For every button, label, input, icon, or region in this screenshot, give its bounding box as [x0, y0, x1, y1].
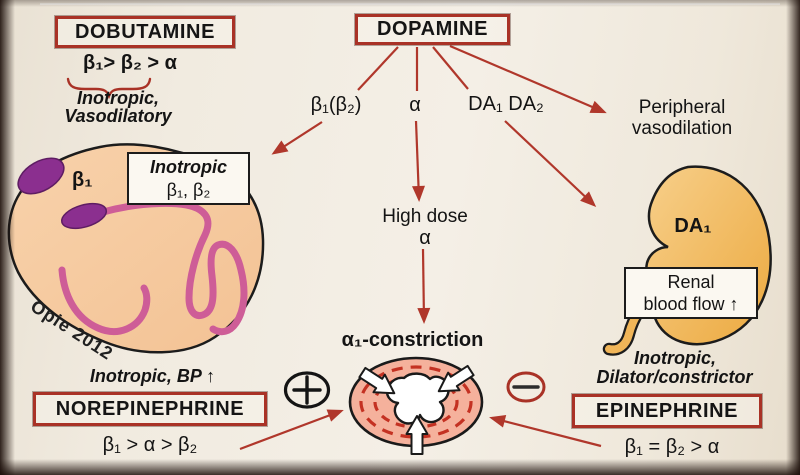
dobutamine-affinity: β₁> β₂ > α	[83, 52, 177, 74]
epinephrine-title: EPINEPHRINE	[595, 399, 739, 422]
dobutamine-title: DOBUTAMINE	[74, 20, 216, 43]
norepinephrine-affinity: β₁ > α > β₂	[102, 434, 198, 456]
arrow-da-to-kidney	[504, 120, 597, 208]
dopamine-title-box: DOPAMINE	[355, 14, 510, 45]
high-dose-label: High dose α	[370, 206, 480, 250]
dobutamine-effect-line2: Vasodilatory	[64, 106, 172, 126]
heart-inotropic-box: Inotropic β₁, β₂	[127, 152, 250, 205]
slide-edge-line	[40, 3, 780, 5]
dobutamine-title-box: DOBUTAMINE	[55, 16, 235, 48]
kidney-da1-receptor: DA₁	[674, 215, 712, 237]
renal-box-line2: blood flow ↑	[643, 294, 739, 314]
heart-box-line1: Inotropic	[150, 157, 227, 177]
dopamine-title: DOPAMINE	[376, 18, 489, 40]
norepinephrine-effect: Inotropic, BP ↑	[89, 366, 216, 386]
peripheral-line1: Peripheral	[638, 97, 726, 118]
high-dose-alpha: α	[419, 227, 431, 250]
alpha1-constriction-label: α₁-constriction	[341, 329, 484, 351]
fan-line-beta	[357, 46, 399, 91]
epinephrine-affinity: β₁ = β₂ > α	[624, 436, 720, 458]
epinephrine-title-box: EPINEPHRINE	[572, 394, 762, 428]
receptor-da1-da2: DA₁ DA₂	[468, 93, 544, 115]
vessel-cross-section	[348, 356, 484, 455]
receptor-beta1-beta2: β₁(β₂)	[310, 94, 362, 116]
heart-beta1-receptor: β₁	[72, 169, 93, 191]
norepinephrine-title-box: NOREPINEPHRINE	[33, 392, 267, 426]
norepinephrine-title: NOREPINEPHRINE	[55, 397, 245, 420]
arrow-highdose-to-constriction	[417, 248, 431, 324]
epinephrine-effect-line1: Inotropic,	[634, 348, 716, 368]
fan-line-da	[432, 46, 469, 90]
epinephrine-effect-line2: Dilator/constrictor	[596, 367, 753, 387]
plus-symbol	[283, 371, 331, 409]
peripheral-vasodilation-label: Peripheral vasodilation	[612, 97, 752, 140]
peripheral-line2: vasodilation	[631, 118, 733, 140]
renal-blood-flow-box: Renal blood flow ↑	[624, 267, 758, 319]
heart-box-line2: β₁, β₂	[166, 179, 211, 200]
receptor-alpha: α	[409, 94, 421, 116]
high-dose-line1: High dose	[382, 206, 468, 227]
arrow-alpha-down	[412, 120, 425, 202]
renal-box-line1: Renal	[667, 271, 715, 292]
arrow-beta-to-heart	[271, 121, 323, 155]
minus-symbol	[506, 371, 546, 403]
